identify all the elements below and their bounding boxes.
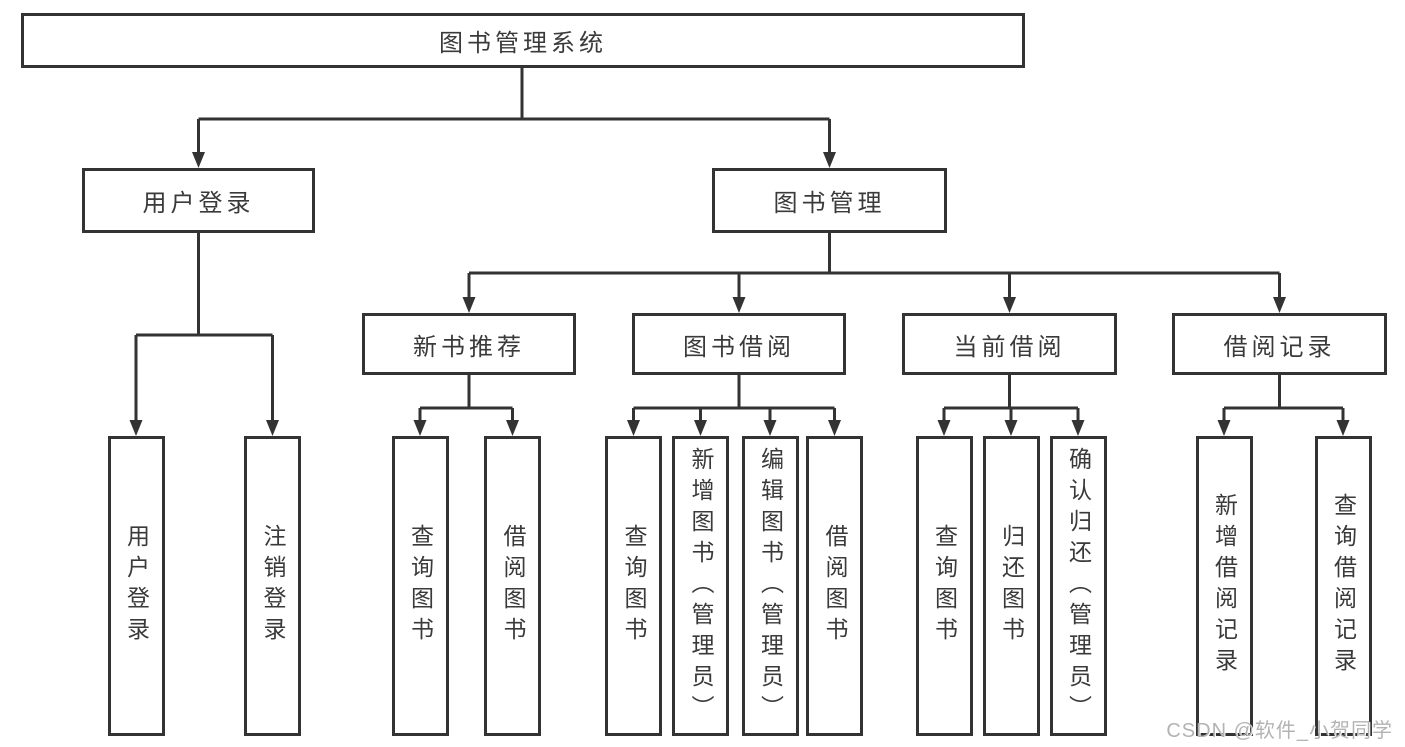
- leaf-query-books-current-label: 查询图书: [931, 524, 958, 648]
- leaf-query-books-current: 查询图书: [915, 436, 973, 736]
- leaf-query-borrow-record-label: 查询借阅记录: [1330, 493, 1357, 679]
- leaf-borrow-books-recommend-label: 借阅图书: [500, 524, 526, 648]
- node-new-book-recommend: 新书推荐: [362, 313, 576, 375]
- leaf-confirm-return-admin-label: 确认归还（管理员）: [1065, 446, 1092, 726]
- leaf-add-borrow-record: 新增借阅记录: [1195, 436, 1253, 736]
- node-new-book-recommend-label: 新书推荐: [413, 333, 525, 361]
- leaf-user-login-label: 用户登录: [123, 524, 150, 648]
- node-book-management: 图书管理: [712, 168, 947, 233]
- node-book-borrowing-label: 图书借阅: [683, 333, 795, 361]
- leaf-return-book-label: 归还图书: [998, 524, 1025, 648]
- node-current-borrowing: 当前借阅: [902, 313, 1117, 375]
- leaf-borrow-books-borrowing: 借阅图书: [806, 436, 863, 736]
- leaf-query-borrow-record: 查询借阅记录: [1314, 436, 1372, 736]
- leaf-query-books-recommend: 查询图书: [391, 436, 449, 736]
- leaf-edit-book-admin: 编辑图书（管理员）: [741, 436, 799, 736]
- node-book-management-label: 图书管理: [773, 190, 886, 217]
- leaf-add-book-admin: 新增图书（管理员）: [672, 436, 729, 736]
- leaf-query-books-borrowing-label: 查询图书: [621, 524, 647, 648]
- node-current-borrowing-label: 当前借阅: [953, 333, 1066, 361]
- node-borrowing-records: 借阅记录: [1172, 313, 1387, 375]
- leaf-confirm-return-admin: 确认归还（管理员）: [1049, 436, 1107, 736]
- csdn-watermark: CSDN @软件_小贺同学: [1166, 720, 1393, 742]
- leaf-query-books-borrowing: 查询图书: [605, 436, 662, 736]
- leaf-logout: 注销登录: [244, 436, 301, 736]
- leaf-add-book-admin-label: 新增图书（管理员）: [688, 446, 714, 726]
- node-library-system: 图书管理系统: [21, 13, 1025, 68]
- node-book-borrowing: 图书借阅: [632, 313, 846, 375]
- leaf-logout-label: 注销登录: [260, 524, 286, 648]
- leaf-borrow-books-recommend: 借阅图书: [484, 436, 541, 736]
- leaf-return-book: 归还图书: [982, 436, 1040, 736]
- leaf-query-books-recommend-label: 查询图书: [407, 524, 434, 648]
- leaf-user-login: 用户登录: [107, 436, 165, 736]
- leaf-add-borrow-record-label: 新增借阅记录: [1211, 493, 1238, 679]
- leaf-borrow-books-borrowing-label: 借阅图书: [822, 524, 848, 648]
- node-borrowing-records-label: 借阅记录: [1223, 333, 1336, 361]
- node-user-login: 用户登录: [82, 168, 315, 233]
- leaf-edit-book-admin-label: 编辑图书（管理员）: [757, 446, 784, 726]
- node-library-system-label: 图书管理系统: [439, 30, 607, 57]
- node-user-login-label: 用户登录: [142, 190, 255, 217]
